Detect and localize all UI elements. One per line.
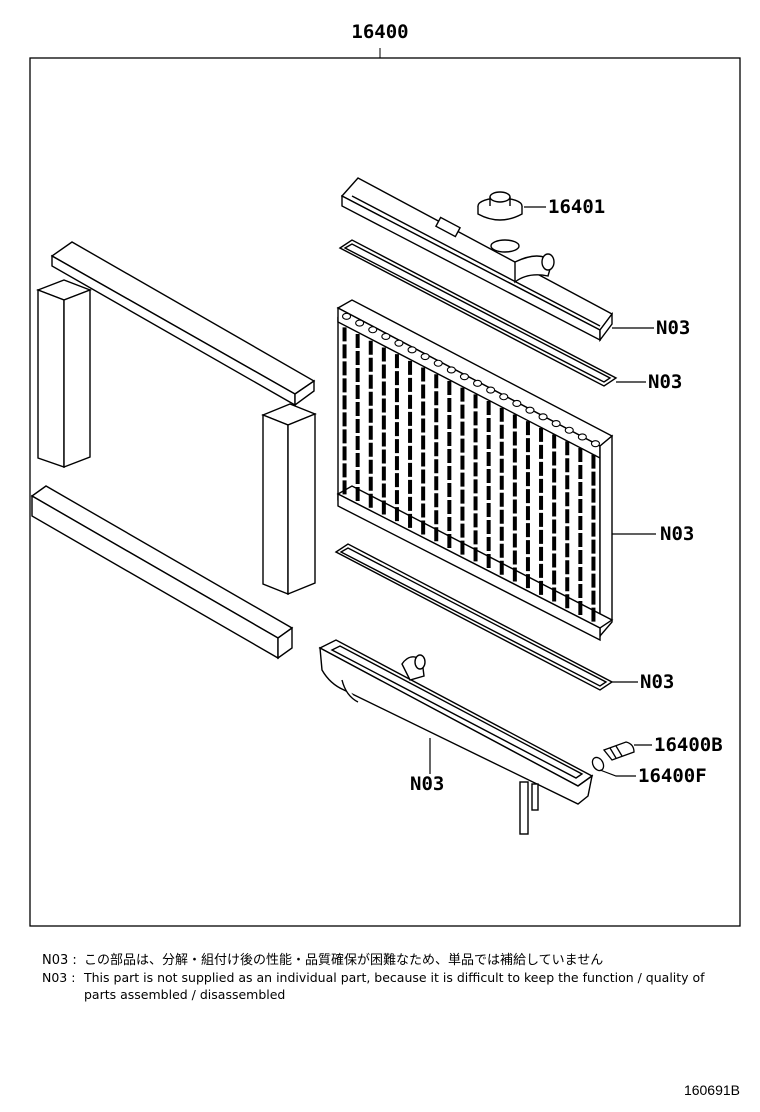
- label-bottom-tank: N03: [410, 773, 444, 795]
- note-japanese: N03 : この部品は、分解・組付け後の性能・品質確保が困難なため、単品では補給…: [42, 952, 732, 969]
- note-code: N03 :: [42, 953, 77, 968]
- label-bottom-gasket: N03: [640, 671, 674, 693]
- left-seal-block: [36, 279, 92, 469]
- label-cap: 16401: [548, 196, 605, 218]
- document-number: 160691B: [683, 1082, 740, 1098]
- note-code: N03 :: [42, 970, 76, 985]
- label-drain-ring: 16400F: [638, 765, 707, 787]
- footnotes: N03 : この部品は、分解・組付け後の性能・品質確保が困難なため、単品では補給…: [42, 952, 732, 1003]
- radiator-core: [336, 299, 614, 642]
- note-text: この部品は、分解・組付け後の性能・品質確保が困難なため、単品では補給していません: [84, 953, 604, 968]
- diagram-frame: [29, 57, 741, 927]
- note-english: N03 : This part is not supplied as an in…: [42, 969, 732, 1003]
- radiator-cap: [477, 191, 523, 221]
- label-top-tank: N03: [656, 317, 690, 339]
- upper-tank: [340, 177, 614, 343]
- drain-cock: [602, 741, 635, 761]
- right-seal-block: [261, 403, 317, 596]
- top-seal-strip: [50, 241, 316, 407]
- drain-ring-leader: [599, 769, 636, 777]
- label-top-gasket: N03: [648, 371, 682, 393]
- bottom-seal-strip: [30, 485, 294, 660]
- drain-ring: [591, 756, 605, 772]
- lower-tank: [318, 639, 594, 835]
- assembly-number: 16400: [351, 21, 408, 43]
- core-tubes: [341, 312, 601, 625]
- label-core: N03: [660, 523, 694, 545]
- note-text: This part is not supplied as an individu…: [84, 970, 705, 1002]
- upper-gasket: [338, 239, 618, 387]
- label-drain-cock: 16400B: [654, 734, 723, 756]
